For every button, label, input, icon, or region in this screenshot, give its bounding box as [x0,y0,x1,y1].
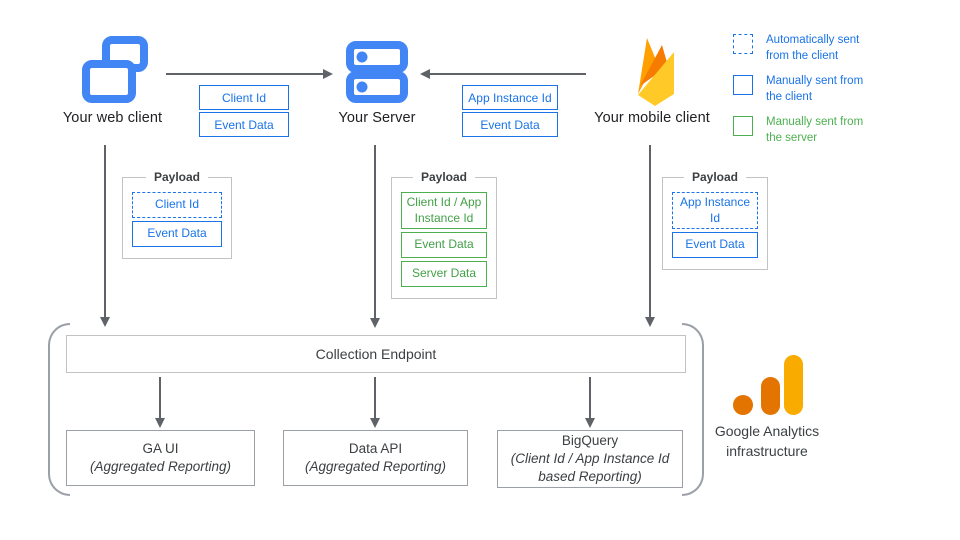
mobile-client-label: Your mobile client [594,110,710,126]
arrow-endpoint-to-ga-ui [155,377,165,428]
arrow-endpoint-to-bigquery [585,377,595,428]
data-api-title: Data API [348,440,403,456]
arrow-endpoint-to-data-api [370,377,380,428]
flow-label-event-data: Event Data [199,112,289,137]
legend-label: Automatically sent from the client [766,34,860,62]
payload-item-event-data: Event Data [401,232,487,259]
google-analytics-logo [733,355,803,415]
legend-item-manual-client: Manually sent from the client [733,74,913,105]
legend-label: Manually sent from the server [766,116,864,144]
payload-web: Payload Client Id Event Data [122,170,232,259]
ga-ui-subtitle: (Aggregated Reporting) [89,459,232,474]
payload-item-event-data: Event Data [672,232,758,259]
payload-server: Payload Client Id / App Instance Id Even… [391,170,497,300]
legend-label: Manually sent from the client [766,75,864,103]
data-api-box: Data API (Aggregated Reporting) [283,430,468,486]
infrastructure-label-line1: Google Analytics [714,423,820,439]
arrow-mobile-to-endpoint [645,145,655,327]
collection-endpoint-box: Collection Endpoint [66,335,686,373]
flow-label-event-data-2: Event Data [462,112,558,137]
data-api-subtitle: (Aggregated Reporting) [304,459,447,474]
arrow-web-to-server [166,69,333,79]
legend: Automatically sent from the client Manua… [733,33,913,156]
server-icon [346,41,408,103]
payload-mobile-title: Payload [683,170,747,184]
web-client-label: Your web client [62,110,163,126]
flow-label-app-instance-id: App Instance Id [462,85,558,110]
firebase-flame-icon [638,38,674,106]
legend-swatch-solid-blue [733,75,753,96]
web-client-icon [82,36,148,103]
payload-mobile: Payload App Instance Id Event Data [662,170,768,271]
payload-web-title: Payload [145,170,209,184]
legend-swatch-dashed-blue [733,34,753,54]
ga-ui-title: GA UI [142,440,179,456]
ga-ui-box: GA UI (Aggregated Reporting) [66,430,255,486]
infrastructure-label: Google Analytics infrastructure [692,421,842,462]
payload-item-event-data: Event Data [132,221,222,247]
bigquery-box: BigQuery (Client Id / App Instance Id ba… [497,430,683,488]
bigquery-subtitle: (Client Id / App Instance Id based Repor… [510,450,670,485]
arrow-server-to-endpoint [370,145,380,328]
bigquery-title: BigQuery [561,432,619,448]
payload-item-client-id: Client Id [132,192,222,218]
legend-item-manual-server: Manually sent from the server [733,115,913,146]
legend-swatch-solid-green [733,116,753,137]
server-label: Your Server [338,110,416,126]
payload-item-server-data: Server Data [401,261,487,288]
payload-server-title: Payload [412,170,476,184]
infrastructure-label-line2: infrastructure [726,443,808,460]
legend-item-auto-client: Automatically sent from the client [733,33,913,64]
payload-item-client-app-id: Client Id / App Instance Id [401,192,487,230]
flow-label-client-id: Client Id [199,85,289,110]
arrow-web-to-endpoint [100,145,110,327]
arrow-mobile-to-server [420,69,586,79]
payload-item-app-instance-id: App Instance Id [672,192,758,230]
